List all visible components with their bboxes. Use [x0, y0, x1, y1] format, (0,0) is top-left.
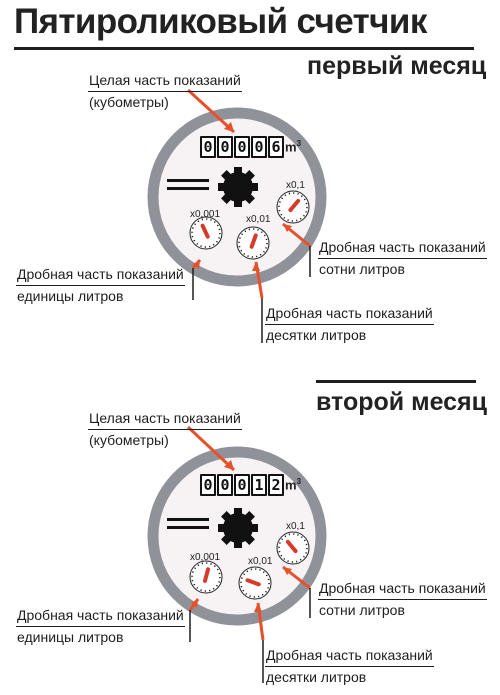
- unit-label: m3: [285, 477, 302, 493]
- flow-line: [167, 518, 209, 521]
- dial-multiplier: x0,001: [190, 209, 221, 220]
- arrow-head: [193, 260, 200, 269]
- dial-multiplier: x0,1: [286, 180, 305, 191]
- month-label-first: первый месяц: [307, 52, 487, 80]
- arrow-head: [224, 122, 234, 132]
- arrow-head: [252, 262, 260, 271]
- dial-x01: [276, 190, 310, 224]
- label-tens-liters: Дробная часть показаний десятки литров: [265, 305, 434, 343]
- counter-digits-second: 0 0 0 1 2 m3: [200, 474, 301, 496]
- month-rule: [316, 380, 476, 383]
- counter-digit: 0: [251, 136, 267, 158]
- page-title: Пятироликовый счетчик: [14, 2, 427, 41]
- flow-line: [167, 179, 209, 182]
- counter-digit: 0: [200, 474, 216, 496]
- arrow-head: [283, 567, 292, 575]
- dial-multiplier: x0,01: [248, 556, 273, 567]
- counter-digit: 6: [268, 136, 284, 158]
- label-units-liters: Дробная часть показаний единицы литров: [16, 266, 185, 304]
- dial-x001: [236, 226, 270, 260]
- label-hundreds-liters: Дробная часть показаний сотни литров: [318, 239, 487, 277]
- arrow-head: [254, 603, 262, 612]
- label-integer-part: Целая часть показаний (кубометры): [88, 410, 242, 448]
- month-label-second: второй месяц: [316, 388, 488, 416]
- title-underline: [14, 47, 474, 50]
- flow-line: [167, 187, 209, 190]
- dial-x0001: [189, 560, 223, 594]
- counter-digit: 0: [234, 136, 250, 158]
- arrow-head: [191, 599, 198, 608]
- counter-digits-first: 0 0 0 0 6 m3: [200, 136, 301, 158]
- dial-x0001: [189, 216, 223, 250]
- dial-multiplier: x0,1: [286, 521, 305, 532]
- dial-multiplier: x0,001: [190, 552, 221, 563]
- pointer-integer: [186, 425, 236, 472]
- unit-label: m3: [285, 139, 302, 155]
- counter-digit: 1: [251, 474, 267, 496]
- counter-digit: 0: [217, 136, 233, 158]
- arrow-head: [224, 460, 234, 470]
- pointer-integer: [186, 88, 236, 134]
- arrow-head: [283, 224, 292, 232]
- label-integer-part: Целая часть показаний (кубометры): [88, 72, 242, 110]
- counter-digit: 0: [200, 136, 216, 158]
- counter-digit: 2: [268, 474, 284, 496]
- counter-digit: 0: [217, 474, 233, 496]
- flow-line: [167, 526, 209, 529]
- label-units-liters: Дробная часть показаний единицы литров: [16, 607, 185, 645]
- dial-x001: [238, 566, 272, 600]
- label-tens-liters: Дробная часть показаний десятки литров: [265, 647, 434, 685]
- label-hundreds-liters: Дробная часть показаний сотни литров: [318, 580, 487, 618]
- star-wheel-icon: [218, 508, 258, 548]
- dial-multiplier: x0,01: [246, 214, 271, 225]
- dial-x01: [276, 531, 310, 565]
- counter-digit: 0: [234, 474, 250, 496]
